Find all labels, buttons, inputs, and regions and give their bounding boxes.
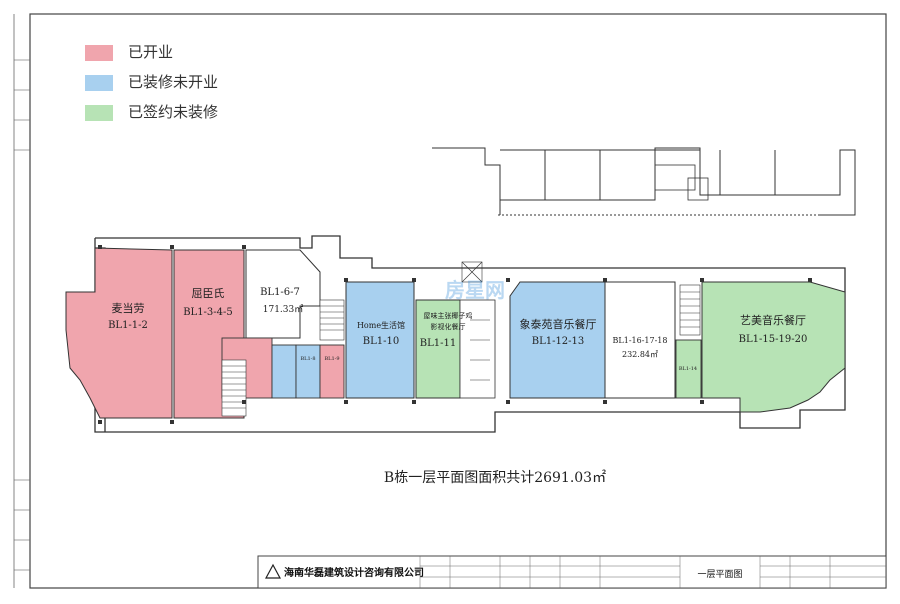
legend-swatch-signed — [85, 105, 113, 121]
unit-bl1-12-13[interactable] — [509, 281, 606, 399]
u10-code: BL1-10 — [363, 336, 399, 347]
u15-code: BL1-15-19-20 — [739, 334, 808, 345]
legend-label-open: 已开业 — [128, 43, 174, 61]
stair-right — [679, 284, 701, 336]
unit-bl1-16-17-18[interactable] — [604, 281, 676, 399]
legend-label-signed: 已签约未装修 — [128, 103, 219, 121]
u10-name: Home生活馆 — [357, 320, 405, 330]
drawing-title: 一层平面图 — [697, 569, 742, 580]
mcd-code: BL1-1-2 — [108, 320, 148, 331]
u1213-code: BL1-12-13 — [532, 336, 585, 347]
corridor-core — [459, 299, 496, 399]
stair-left — [221, 359, 247, 417]
unit-mcdonalds[interactable] — [65, 247, 173, 419]
binding-marks — [14, 59, 30, 571]
area-caption: B栋一层平面图面积共计2691.03㎡ — [384, 469, 606, 486]
u11-name: 屋味主张椰子鸡 — [424, 311, 473, 320]
s8-code: BL1-8 — [300, 356, 315, 362]
unit-bl1-11[interactable] — [415, 299, 461, 399]
title-block: 海南华磊建筑设计咨询有限公司 一层平面图 — [257, 555, 887, 589]
stair-mid — [319, 299, 345, 341]
watsons-code: BL1-3-4-5 — [183, 307, 233, 318]
unit-bl1-8[interactable] — [295, 344, 321, 399]
watermark: 房星网 — [445, 278, 505, 302]
u16-code: BL1-16-17-18 — [613, 336, 668, 345]
unit-bl1-9[interactable] — [319, 344, 345, 399]
company-name: 海南华磊建筑设计咨询有限公司 — [284, 566, 424, 579]
u11-code: BL1-11 — [420, 338, 456, 349]
unit-bl1-10[interactable] — [345, 281, 415, 399]
company-logo-icon — [264, 563, 282, 579]
u1213-name: 象泰苑音乐餐厅 — [520, 317, 597, 331]
watsons-name: 屈臣氏 — [192, 287, 225, 300]
u15-name: 艺美音乐餐厅 — [740, 313, 806, 327]
u14-code: BL1-14 — [679, 366, 697, 372]
legend-swatch-decorated — [85, 75, 113, 91]
u11-name2: 影视化餐厅 — [431, 322, 466, 331]
unit-bl1-15-19-20[interactable] — [701, 281, 846, 413]
s9-code: BL1-9 — [324, 356, 339, 362]
column-grid — [98, 245, 812, 424]
unit-small-b[interactable] — [271, 344, 297, 399]
unit-bl1-14[interactable] — [675, 339, 702, 399]
legend-label-decorated: 已装修未开业 — [128, 73, 219, 91]
mcd-name: 麦当劳 — [112, 301, 145, 315]
u67-code: BL1-6-7 — [260, 287, 300, 298]
legend-swatch-open — [85, 45, 113, 61]
u16-area: 232.84㎡ — [622, 350, 658, 359]
corridor-lines — [461, 261, 490, 381]
upper-block — [432, 147, 856, 216]
u67-area: 171.33㎡ — [263, 304, 304, 315]
